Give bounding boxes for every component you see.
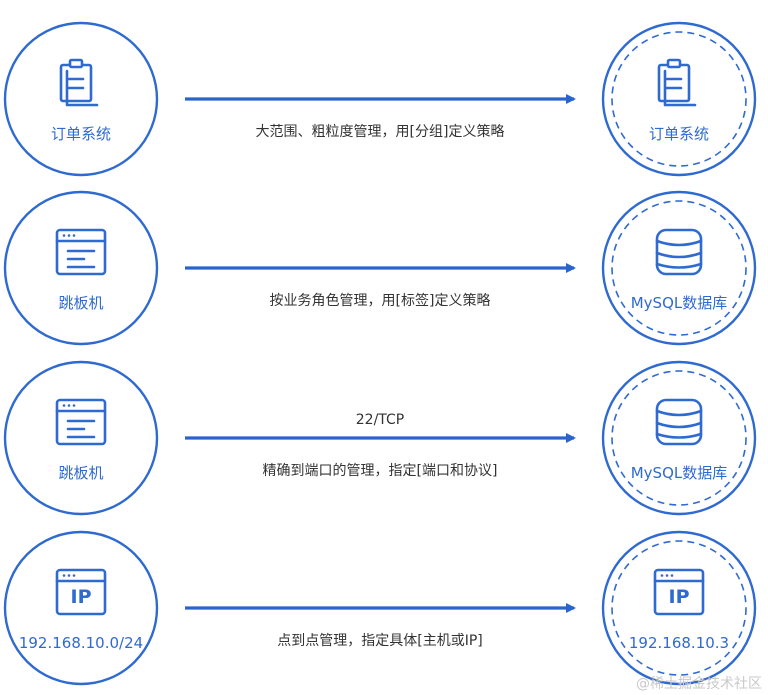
- target-node: IP 192.168.10.3: [601, 530, 757, 686]
- edge-protocol-label: 22/TCP: [356, 412, 404, 428]
- node-label: MySQL数据库: [631, 294, 728, 312]
- database-icon: [655, 228, 703, 276]
- edge-label: 点到点管理，指定具体[主机或IP]: [277, 633, 483, 649]
- node-label: 订单系统: [649, 125, 709, 143]
- node-label: MySQL数据库: [631, 464, 728, 482]
- node-dashed-ring: [611, 200, 747, 336]
- source-node: 订单系统: [3, 21, 159, 177]
- edge-label: 按业务角色管理，用[标签]定义策略: [270, 292, 491, 309]
- node-label: 192.168.10.3: [629, 634, 729, 652]
- node-circle: [3, 530, 159, 686]
- policy-row: 跳板机 MySQL数据库 按业务角色管理，用[标签]定义策略: [3, 190, 757, 346]
- edge-label: 大范围、粗粒度管理，用[分组]定义策略: [256, 123, 505, 140]
- ip-window-icon: IP: [653, 568, 705, 616]
- node-label: 跳板机: [58, 464, 103, 482]
- window-icon: [55, 228, 107, 276]
- policy-row: IP 192.168.10.0/24 IP 192.168.10.3 点到点管理，指定具…: [3, 530, 757, 686]
- source-node: 跳板机: [3, 190, 159, 346]
- node-dashed-ring: [611, 31, 747, 167]
- clipboard-icon: [657, 58, 697, 107]
- target-node: MySQL数据库: [601, 190, 757, 346]
- database-icon: [655, 398, 703, 446]
- node-circle: [3, 21, 159, 177]
- ip-window-icon: IP: [55, 568, 107, 616]
- target-node: MySQL数据库: [601, 360, 757, 516]
- source-node: 跳板机: [3, 360, 159, 516]
- target-node: 订单系统: [601, 21, 757, 177]
- policy-row: 订单系统 订单系统 大范围、粗粒度管理，用[分组]定义策略: [3, 21, 757, 177]
- edge-label: 精确到端口的管理，指定[端口和协议]: [263, 463, 498, 479]
- node-dashed-ring: [611, 540, 747, 676]
- source-node: IP 192.168.10.0/24: [3, 530, 159, 686]
- ip-icon-text: IP: [71, 586, 92, 608]
- node-label: 192.168.10.0/24: [19, 634, 143, 652]
- ip-icon-text: IP: [669, 586, 690, 608]
- node-label: 跳板机: [58, 294, 103, 312]
- node-circle: [601, 21, 757, 177]
- node-circle: [601, 530, 757, 686]
- clipboard-icon: [59, 58, 99, 107]
- node-dashed-ring: [611, 370, 747, 506]
- watermark: @稀土掘金技术社区: [636, 676, 762, 692]
- window-icon: [55, 398, 107, 446]
- node-label: 订单系统: [51, 125, 111, 143]
- policy-row: 跳板机 MySQL数据库 22/TCP 精确到端口的管理，指定[端口和协议]: [3, 360, 757, 516]
